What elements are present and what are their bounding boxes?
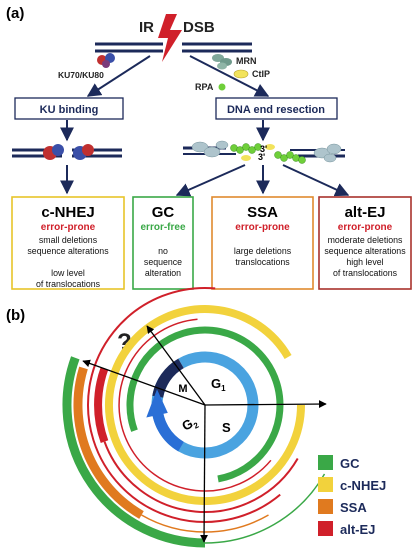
rpa-label: RPA [195,82,214,92]
dna-break [95,42,252,53]
arrow-to-ku [86,55,151,97]
ssa-arc-thin [141,514,269,533]
mrn-complex-icon [212,54,232,70]
ku-bound-dna [12,144,122,160]
pathway-status: error-free [140,222,185,233]
pathway-name: c-NHEJ [41,204,94,221]
legend-swatch [318,455,333,470]
pathway-desc-line: high level [346,257,383,267]
gc-arc-thin [204,473,326,544]
panel-b-label: (b) [6,307,25,324]
panel-a-label: (a) [6,5,24,22]
pathway-desc-line: sequence alterations [324,246,406,256]
ku-label: KU70/KU80 [58,70,104,80]
pathway-status: error-prone [235,222,290,233]
legend-swatch [318,477,333,492]
dsb-label: DSB [183,19,215,36]
three-prime-label-b: 3' [258,152,265,162]
phase-m-label: M [178,383,187,395]
ku-binding-box [14,97,124,120]
resection-box [215,97,338,120]
pathway-desc-line: low level [51,268,85,278]
legend-item: c-NHEJ [318,477,386,493]
arrow-to-gc [175,164,246,197]
legend: GC c-NHEJ SSA alt-EJ [318,455,386,537]
legend-label: SSA [340,500,367,515]
gc-arc-inner [126,326,284,483]
pathway-desc-line: moderate deletions [328,235,403,245]
altej-arc-inner [118,318,272,492]
arrow-to-altej [282,164,350,197]
pathway-desc-line: sequence [144,257,182,267]
legend-label: GC [340,456,360,471]
legend-item: alt-EJ [318,521,375,537]
axes [82,325,327,543]
altej-arc-outer [87,286,281,523]
resection-label: DNA end resection [227,104,325,116]
pathway-status: error-prone [41,222,96,233]
cell-cycle [146,351,259,459]
arrow-to-resection [189,55,270,97]
pathway-desc-line: large deletions [234,246,292,256]
pathway-desc-line: of translocations [333,268,398,278]
ku-protein-icon [97,53,115,68]
pathway-desc-line: no [158,246,168,256]
ku-binding-label: KU binding [40,104,99,116]
mrn-label: MRN [236,56,257,66]
resected-dna [183,140,345,164]
ssa-arc-thick [73,366,144,519]
ctip-icon [233,69,249,79]
rpa-icon [218,83,226,91]
ir-label: IR [139,19,154,36]
pathway-desc-line: translocations [235,257,290,267]
phase-g1-label: G1 [211,376,226,393]
pathway-name: alt-EJ [345,204,386,221]
lightning-icon [158,14,182,62]
pathway-name: SSA [247,204,278,221]
three-prime-label-a: 3' [260,144,267,154]
legend-label: c-NHEJ [340,478,386,493]
phase-s-label: S [222,420,231,435]
legend-label: alt-EJ [340,522,375,537]
phase-g2-label: G2 [179,413,200,435]
ctip-label: CtIP [252,69,270,79]
altej-arc-thin [103,441,299,513]
pathway-desc-line: of translocations [36,279,101,289]
legend-item: GC [318,455,360,471]
legend-item: SSA [318,499,367,515]
pathway-status: error-prone [338,222,393,233]
pathway-desc-line: sequence alterations [27,246,109,256]
repair-arcs [62,286,326,548]
legend-swatch [318,499,333,514]
cnhej-arc-ring [105,305,305,505]
legend-swatch [318,521,333,536]
gc-arc-thick [62,356,206,548]
pathway-desc-line: alteration [145,268,181,278]
pathway-name: GC [152,204,175,221]
pathway-desc-line: small deletions [39,235,98,245]
altej-arc-thick [94,367,109,443]
